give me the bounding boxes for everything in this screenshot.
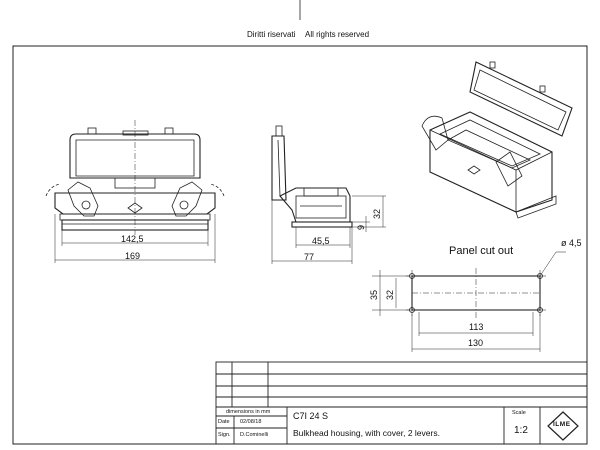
dim-side-outer: 77: [304, 252, 315, 262]
date-label: Date: [218, 419, 230, 425]
dim-cutout-height-outer: 35: [369, 289, 379, 300]
logo-text: ILME: [553, 421, 571, 428]
panel-cutout-view: [372, 251, 566, 352]
product-description: Bulkhead housing, with cover, 2 levers.: [293, 428, 440, 438]
dim-cutout-width-outer: 130: [468, 338, 484, 348]
scale-label: Scale: [512, 410, 526, 416]
dim-side-inner: 45,5: [312, 236, 330, 246]
ilme-logo: [547, 411, 579, 441]
date-value: 02/08/18: [240, 419, 262, 425]
panel-cutout-label: Panel cut out: [449, 245, 514, 257]
dim-front-inner: 142,5: [121, 234, 144, 244]
dim-side-small: 9: [356, 224, 366, 230]
dim-cutout-height-inner: 32: [385, 289, 395, 300]
sign-value: D.Cominelli: [240, 432, 269, 438]
product-code: C7I 24 S: [293, 411, 329, 421]
header-rights-italian: Diritti riservati: [247, 30, 296, 39]
dim-hole-diameter: ø 4,5: [561, 238, 582, 248]
header-rights-english: All rights reserved: [305, 30, 370, 39]
isometric-view: [421, 61, 573, 219]
dim-front-outer: 169: [125, 251, 141, 261]
dim-side-height: 32: [372, 208, 382, 219]
scale-value: 1:2: [514, 425, 528, 436]
title-block: [215, 361, 588, 445]
side-view: [271, 125, 386, 264]
sign-label: Sign.: [218, 432, 231, 438]
units-label: dimensions in mm: [226, 409, 271, 415]
front-view: [45, 120, 225, 263]
dim-cutout-width-inner: 113: [469, 322, 484, 332]
